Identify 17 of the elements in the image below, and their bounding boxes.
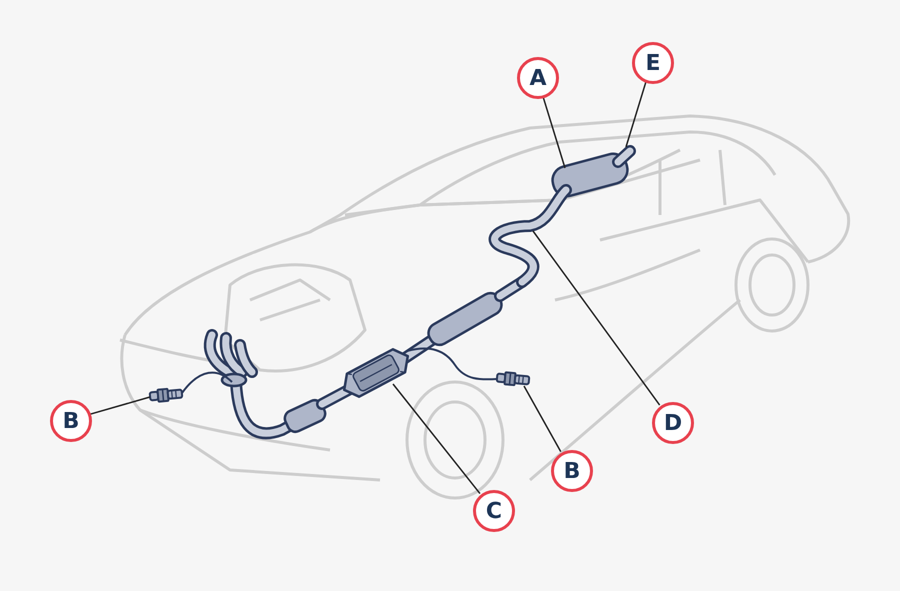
callout-letter: C [473,490,515,532]
leader-line [542,96,566,168]
leader-line [532,230,660,406]
callout-letter: B [50,400,92,442]
pipe-bend-drawing [488,184,572,288]
leader-line [90,396,150,415]
catalytic-converter-drawing [342,348,410,398]
callout-letter: D [652,402,694,444]
callout-letter: A [517,57,559,99]
leader-line [392,384,481,494]
oxygen-sensor-drawing [148,372,233,403]
callout-letter: E [632,42,674,84]
tailpipe-drawing [612,145,636,168]
callout-letter: B [551,450,593,492]
oxygen-sensor-drawing [406,348,530,386]
leader-line [625,82,647,148]
leader-line [523,386,562,452]
